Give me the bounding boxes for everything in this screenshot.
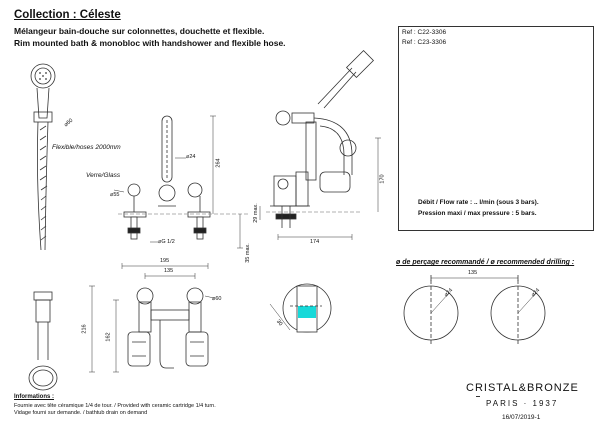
flow-rate: Débit / Flow rate : .. l/min (sous 3 bar… [418, 199, 539, 206]
drilling-holes [403, 275, 546, 346]
brand-name: CRISTAL&BRONZE [466, 382, 579, 394]
reference-box [398, 26, 594, 231]
dim-d55: ⌀55 [110, 192, 120, 198]
dim-135-drill: 135 [468, 270, 478, 276]
dim-170: 170 [379, 174, 386, 184]
dim-d60-bottom: ⌀60 [212, 296, 222, 302]
glass-note: Verre/Glass [86, 172, 121, 179]
handshower-top-view [30, 63, 56, 251]
dim-g-half: ⌀G 1/2 [158, 239, 175, 245]
seal-detail [269, 283, 332, 333]
page-title: Collection : Céleste [14, 9, 121, 21]
dim-29max: 29 max. [252, 203, 259, 223]
dim-135-top: 135 [164, 268, 174, 274]
dim-195: 195 [160, 258, 170, 264]
dim-162: 162 [105, 332, 112, 342]
subtitle-fr: Mélangeur bain-douche sur colonnettes, d… [14, 26, 265, 36]
subtitle-en: Rim mounted bath & monobloc with handsho… [14, 38, 286, 48]
mixer-front-view [118, 115, 250, 240]
mixer-side-view [266, 49, 375, 228]
document-date: 16/07/2019-1 [502, 414, 541, 421]
info-heading: Informations : [14, 394, 54, 400]
dim-35max: 35 max. [244, 243, 251, 263]
info-line-2: Vidage fourni sur demande. / bathtub dra… [14, 410, 148, 416]
dim-216: 216 [81, 324, 88, 334]
info-line-1: Fournie avec tête céramique 1/4 de tour.… [14, 403, 216, 409]
dim-264: 264 [215, 158, 222, 168]
ref-c23: Ref : C23-3306 [402, 39, 447, 46]
max-pressure: Pression maxi / max pressure : 5 bars. [418, 210, 537, 217]
dim-d24-front: ⌀24 [186, 154, 196, 160]
hose-note: Flexible/hoses 2000mm [52, 144, 121, 151]
brand-rule-left [476, 396, 480, 397]
handshower-side-view [28, 291, 58, 391]
ref-c22: Ref : C22-3306 [402, 29, 447, 36]
mixer-top-view [127, 287, 209, 369]
dim-174: 174 [310, 239, 320, 245]
drilling-title: ø de perçage recommandé / ø recommended … [396, 259, 575, 266]
brand-city: PARIS · 1937 [486, 399, 559, 408]
